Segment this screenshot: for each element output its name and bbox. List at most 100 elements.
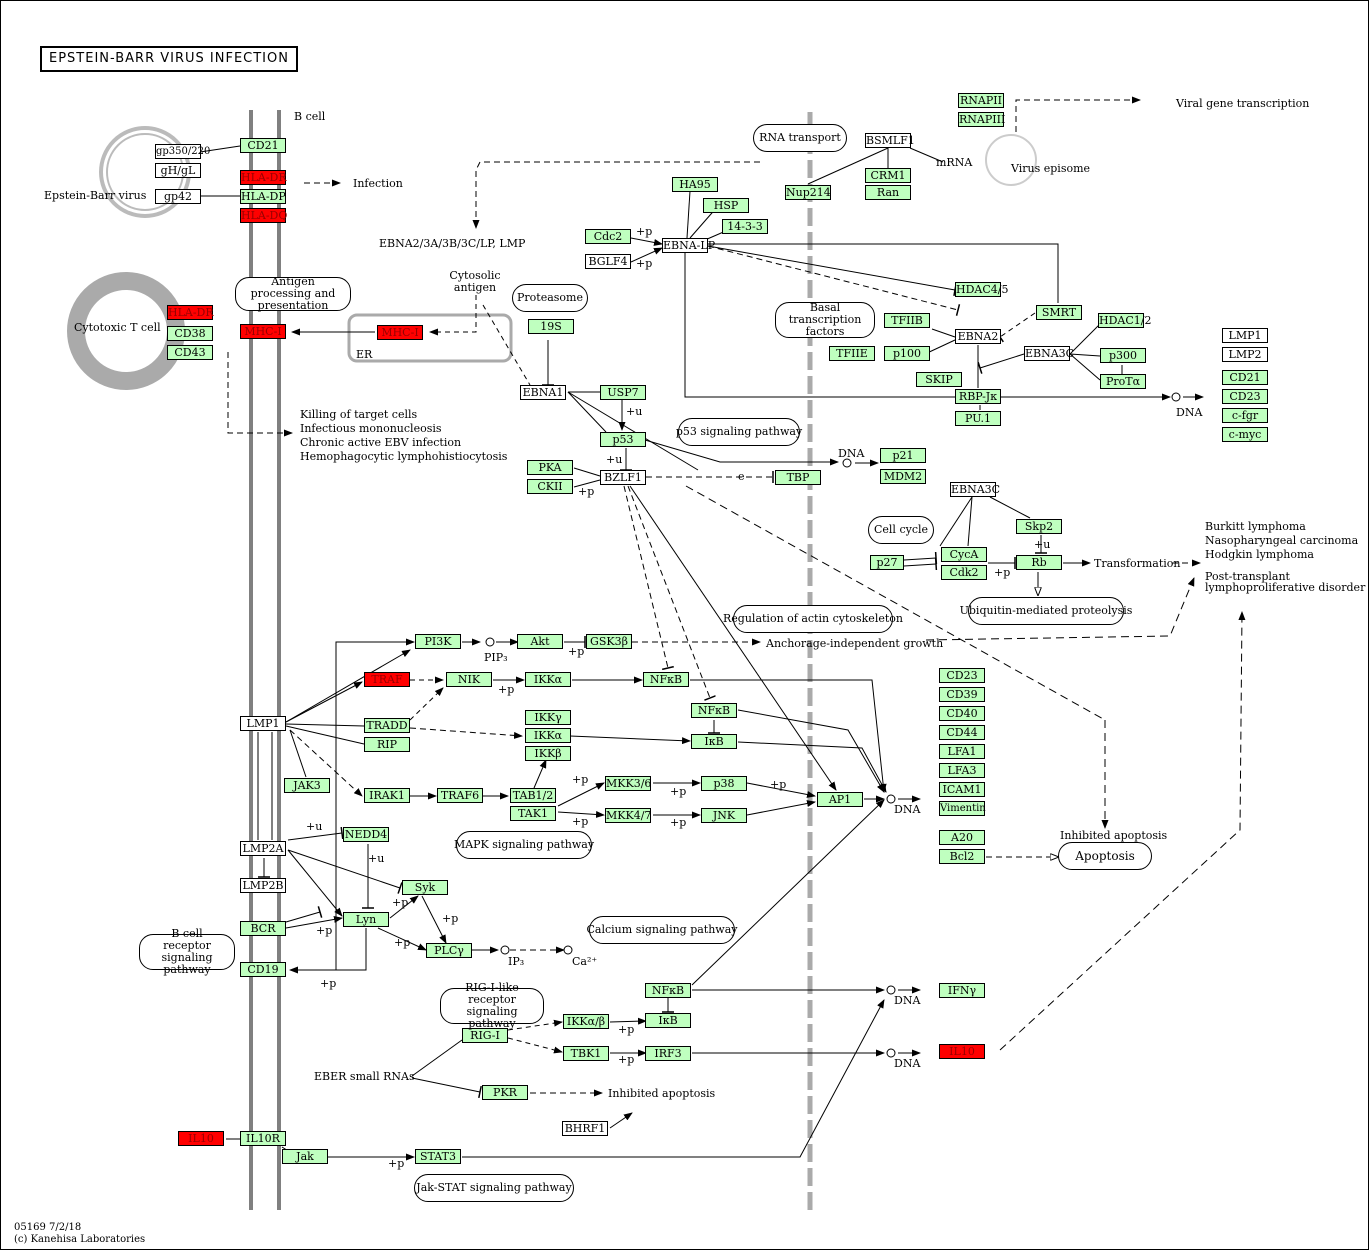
- ifn-gamma-gene[interactable]: IFNγ: [939, 983, 985, 998]
- plc-gamma-gene[interactable]: PLCγ: [426, 943, 472, 958]
- apoptosis-link[interactable]: Apoptosis: [1058, 842, 1152, 870]
- p100-gene[interactable]: p100: [884, 346, 930, 361]
- irf3-gene[interactable]: IRF3: [645, 1046, 691, 1061]
- traf6-gene[interactable]: TRAF6: [437, 788, 483, 803]
- tak1-gene[interactable]: TAK1: [510, 806, 556, 821]
- ebna1-gene[interactable]: EBNA1: [520, 385, 566, 400]
- bsmlf1-gene[interactable]: BSMLF1: [865, 133, 915, 148]
- usp7-gene[interactable]: USP7: [600, 385, 646, 400]
- 19s-gene[interactable]: 19S: [528, 319, 574, 334]
- ebna2-gene[interactable]: EBNA2: [955, 329, 1001, 344]
- actin-cytoskeleton-link[interactable]: Regulation of actin cytoskeleton: [723, 605, 903, 633]
- cd38-gene[interactable]: CD38: [167, 326, 213, 341]
- bcr-gene[interactable]: BCR: [240, 921, 286, 936]
- nik-gene[interactable]: NIK: [446, 672, 492, 687]
- pu1-gene[interactable]: PU.1: [955, 411, 1001, 426]
- ha95-gene[interactable]: HA95: [672, 177, 718, 192]
- icam1-gene[interactable]: ICAM1: [939, 782, 985, 797]
- jak-stat-signaling-link[interactable]: Jak-STAT signaling pathway: [414, 1174, 574, 1202]
- bcr-signaling-link[interactable]: B cell receptor signaling pathway: [139, 928, 235, 976]
- basal-transcription-link[interactable]: Basal transcription factors: [775, 302, 875, 338]
- ran-gene[interactable]: Ran: [865, 185, 911, 200]
- cd21-target-gene[interactable]: CD21: [1222, 370, 1268, 385]
- lyn-gene[interactable]: Lyn: [343, 912, 389, 927]
- mhc-i-er-gene[interactable]: MHC-I: [377, 325, 423, 340]
- cdc2-gene[interactable]: Cdc2: [585, 229, 631, 244]
- ikb-gene[interactable]: IκB: [691, 734, 737, 749]
- cd19-gene[interactable]: CD19: [240, 962, 286, 977]
- p53-gene[interactable]: p53: [600, 432, 646, 447]
- rbp-jk-gene[interactable]: RBP-Jκ: [955, 389, 1001, 404]
- pi3k-gene[interactable]: PI3K: [415, 634, 461, 649]
- cd39-gene[interactable]: CD39: [939, 687, 985, 702]
- hsp-gene[interactable]: HSP: [703, 198, 749, 213]
- lfa3-gene[interactable]: LFA3: [939, 763, 985, 778]
- ctl-hla-dr-gene[interactable]: HLA-DR: [167, 305, 214, 320]
- tbp-gene[interactable]: TBP: [775, 470, 821, 485]
- gp42-gene[interactable]: gp42: [155, 189, 201, 204]
- ikk-beta-gene[interactable]: IKKβ: [525, 746, 571, 761]
- cell-cycle-link[interactable]: Cell cycle: [868, 516, 934, 544]
- cd44-gene[interactable]: CD44: [939, 725, 985, 740]
- ikb-rig-gene[interactable]: IκB: [645, 1013, 691, 1028]
- pkr-gene[interactable]: PKR: [482, 1085, 528, 1100]
- ebna3c-cellcycle-gene[interactable]: EBNA3C: [950, 482, 1001, 497]
- pka-gene[interactable]: PKA: [527, 460, 573, 475]
- vimentin-gene[interactable]: Vimentin: [939, 801, 986, 816]
- ikk-alpha-beta-gene[interactable]: IKKα/β: [563, 1014, 609, 1029]
- syk-gene[interactable]: Syk: [402, 880, 448, 895]
- jnk-gene[interactable]: JNK: [701, 808, 747, 823]
- ap1-gene[interactable]: AP1: [817, 792, 863, 807]
- hdac1-2-gene[interactable]: HDAC1/2: [1098, 313, 1152, 328]
- lmp2a-gene[interactable]: LMP2A: [240, 841, 286, 856]
- ebna-lp-gene[interactable]: EBNA-LP: [662, 238, 716, 253]
- lmp2-target-gene[interactable]: LMP2: [1222, 347, 1268, 362]
- ckii-gene[interactable]: CKII: [527, 479, 573, 494]
- tab1-2-gene[interactable]: TAB1/2: [510, 788, 556, 803]
- rnapii-gene[interactable]: RNAPII: [958, 93, 1004, 108]
- il10r-gene[interactable]: IL10R: [240, 1131, 286, 1146]
- ghgl-gene[interactable]: gH/gL: [155, 163, 201, 178]
- p53-signaling-link[interactable]: p53 signaling pathway: [676, 418, 802, 446]
- il10-nuclear-gene[interactable]: IL10: [939, 1044, 985, 1059]
- p27-gene[interactable]: p27: [870, 555, 904, 570]
- irak1-gene[interactable]: IRAK1: [364, 788, 410, 803]
- mapk-signaling-link[interactable]: MAPK signaling pathway: [454, 831, 594, 859]
- hla-dq-gene[interactable]: HLA-DQ: [240, 208, 288, 223]
- bcl2-gene[interactable]: Bcl2: [939, 849, 985, 864]
- nfkb-complex-gene[interactable]: NFκB: [691, 703, 737, 718]
- mhc-i-surface-gene[interactable]: MHC-I: [240, 324, 286, 339]
- mkk3-6-gene[interactable]: MKK3/6: [605, 776, 652, 791]
- lmp1-target-gene[interactable]: LMP1: [1222, 328, 1268, 343]
- hla-dr-gene[interactable]: HLA-DR: [240, 170, 287, 185]
- rnapiii-gene[interactable]: RNAPIII: [958, 112, 1006, 127]
- nfkb-rig-gene[interactable]: NFκB: [645, 983, 691, 998]
- rig-i-gene[interactable]: RIG-I: [462, 1028, 508, 1043]
- hdac4-5-gene[interactable]: HDAC4/5: [955, 282, 1009, 297]
- tbk1-gene[interactable]: TBK1: [563, 1046, 609, 1061]
- p300-gene[interactable]: p300: [1100, 348, 1146, 363]
- cdk2-gene[interactable]: Cdk2: [941, 565, 987, 580]
- crm1-gene[interactable]: CRM1: [865, 168, 911, 183]
- cd43-gene[interactable]: CD43: [167, 345, 213, 360]
- gsk3b-gene[interactable]: GSK3β: [586, 634, 632, 649]
- nedd4-gene[interactable]: NEDD4: [343, 827, 389, 842]
- stat3-gene[interactable]: STAT3: [415, 1149, 461, 1164]
- lfa1-gene[interactable]: LFA1: [939, 744, 985, 759]
- hla-dp-gene[interactable]: HLA-DP: [240, 189, 286, 204]
- bglf4-gene[interactable]: BGLF4: [585, 254, 631, 269]
- ubiquitin-proteolysis-link[interactable]: Ubiquitin-mediated proteolysis: [960, 597, 1132, 625]
- mkk4-7-gene[interactable]: MKK4/7: [605, 808, 652, 823]
- traf-gene[interactable]: TRAF: [364, 672, 410, 687]
- p21-gene[interactable]: p21: [880, 448, 926, 463]
- ikk-gamma-gene[interactable]: IKKγ: [525, 710, 571, 725]
- ebna3c-gene[interactable]: EBNA3C: [1024, 346, 1075, 361]
- p38-gene[interactable]: p38: [701, 776, 747, 791]
- cd23-target-gene[interactable]: CD23: [1222, 389, 1268, 404]
- smrt-gene[interactable]: SMRT: [1036, 305, 1082, 320]
- jak3-gene[interactable]: JAK3: [284, 778, 330, 793]
- jak-gene[interactable]: Jak: [282, 1149, 328, 1164]
- bzlf1-gene[interactable]: BZLF1: [600, 470, 646, 485]
- cyca-gene[interactable]: CycA: [941, 547, 987, 562]
- tfiib-gene[interactable]: TFIIB: [884, 313, 930, 328]
